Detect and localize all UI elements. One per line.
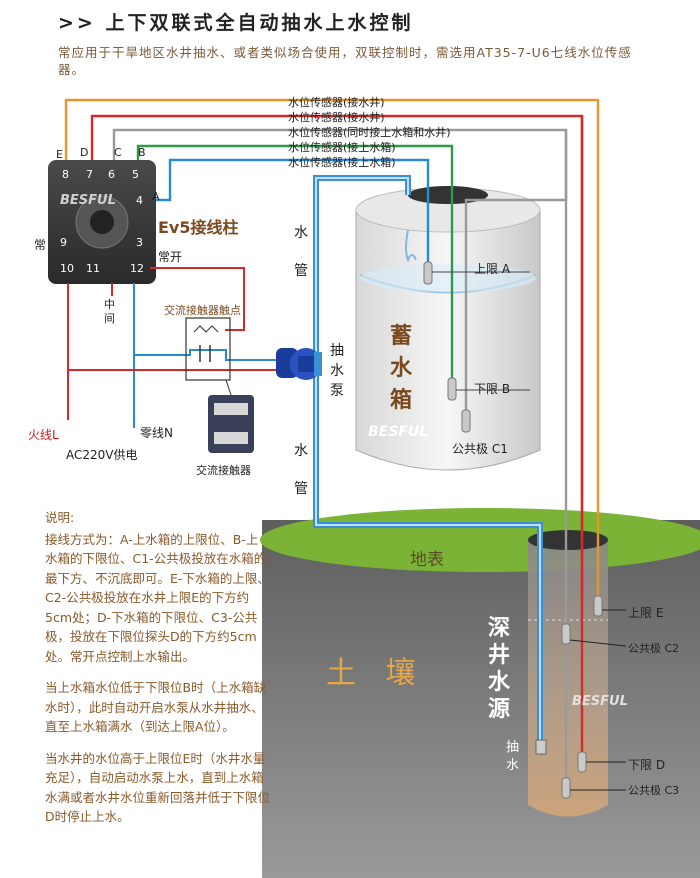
tank-name-2: 水	[390, 356, 413, 381]
lower-b-label: 下限 B	[474, 382, 511, 396]
notes-paragraph-3: 当水井的水位高于上限位E时（水井水量充足），自动启动水泵上水，直到上水箱水满或者…	[45, 750, 271, 825]
pump-char-1: 抽	[330, 343, 344, 359]
tank-brand: BESFUL	[368, 424, 429, 440]
intro-text: 常应用于干旱地区水井抽水、或者类似场合使用，双联控制时，需选用AT35-7-U6…	[58, 45, 632, 77]
terminal-letter-b: B	[138, 146, 146, 159]
pipe-char-4: 管	[294, 481, 308, 497]
notes-paragraph-1: 接线方式为：A-上水箱的上限位、B-上水箱的下限位、C1-公共极投放在水箱的最下…	[45, 531, 270, 664]
pipe-char-2: 管	[294, 263, 308, 279]
well-name-1: 深	[488, 616, 511, 641]
contact-label: 交流接触器触点	[164, 304, 241, 317]
terminal-7: 7	[86, 168, 93, 181]
ground-surface	[260, 508, 700, 572]
middle-label: 中间	[104, 298, 115, 325]
pipe-char-3: 水	[294, 443, 308, 459]
pipe-char-1: 水	[294, 225, 308, 241]
sensor-label-4: 水位传感器(接上水箱)	[288, 141, 396, 154]
terminal-6: 6	[108, 168, 115, 181]
live-label: 火线L	[28, 428, 59, 442]
nc-label: 常	[34, 238, 47, 252]
tank-opening	[408, 186, 488, 204]
sensor-label-5: 水位传感器(接上水箱)	[288, 156, 396, 169]
no-label: 常开	[158, 250, 183, 264]
terminal-letter-a: A	[152, 190, 160, 203]
well-name-4: 源	[488, 697, 511, 722]
neutral-label: 零线N	[140, 426, 173, 440]
sensor-label-3: 水位传感器(同时接上水箱和水井)	[288, 126, 451, 139]
draw-char-2: 水	[506, 758, 520, 773]
well-opening	[528, 530, 608, 550]
common-c2-label: 公共极 C2	[628, 642, 680, 655]
terminal-letter-c: C	[114, 146, 122, 159]
pump-char-2: 水	[330, 363, 344, 379]
soil-area	[262, 520, 700, 878]
well-name-3: 水	[488, 670, 511, 695]
terminal-9: 9	[60, 236, 67, 249]
contactor-label: 交流接触器	[196, 464, 251, 477]
terminal-letter-e: E	[56, 148, 63, 161]
sensor-b	[447, 377, 457, 401]
notes-block: 说明: 接线方式为：A-上水箱的上限位、B-上水箱的下限位、C1-公共极投放在水…	[45, 508, 270, 839]
terminal-name: Ev5接线柱	[158, 218, 239, 237]
terminal-12: 12	[130, 262, 144, 275]
well-shaft	[528, 540, 608, 817]
notes-heading: 说明:	[45, 510, 75, 525]
draw-char-1: 抽	[506, 740, 520, 755]
lower-d-label: 下限 D	[628, 758, 666, 772]
contact-box	[185, 317, 231, 381]
power-label: AC220V供电	[66, 448, 138, 462]
terminal-4: 4	[136, 194, 143, 207]
common-c3-label: 公共极 C3	[628, 784, 680, 797]
soil-label: 土 壤	[326, 656, 426, 691]
upper-a-label: 上限 A	[474, 262, 511, 276]
sensor-c2	[561, 623, 571, 645]
tank-name-3: 箱	[390, 388, 413, 413]
sensor-c1	[461, 409, 471, 433]
terminal-11: 11	[86, 262, 100, 275]
relay-brand: BESFUL	[60, 193, 116, 208]
well-name-2: 井	[488, 643, 511, 668]
sensor-label-2: 水位传感器(接水井)	[288, 111, 385, 124]
sensor-label-1: 水位传感器(接水井)	[288, 96, 385, 109]
notes-paragraph-2: 当上水箱水位低于下限位B时（上水箱缺水时），此时自动开启水泵从水井抽水、直至上水…	[45, 680, 267, 734]
sensor-c3	[561, 777, 571, 799]
common-c1-label: 公共极 C1	[452, 442, 508, 456]
terminal-letter-d: D	[80, 146, 89, 159]
sensor-e	[593, 595, 603, 617]
sensor-a	[423, 261, 433, 285]
ground-label: 地表	[410, 550, 444, 570]
sensor-d	[577, 751, 587, 773]
pump-graphic	[276, 348, 322, 380]
terminal-3: 3	[136, 236, 143, 249]
terminal-5: 5	[132, 168, 139, 181]
terminal-8: 8	[62, 168, 69, 181]
tank-name-1: 蓄	[390, 324, 413, 349]
terminal-10: 10	[60, 262, 74, 275]
upper-e-label: 上限 E	[628, 606, 664, 620]
page-title: >> 上下双联式全自动抽水上水控制	[58, 12, 414, 34]
pump-char-3: 泵	[330, 383, 344, 399]
well-brand: BESFUL	[572, 694, 628, 709]
